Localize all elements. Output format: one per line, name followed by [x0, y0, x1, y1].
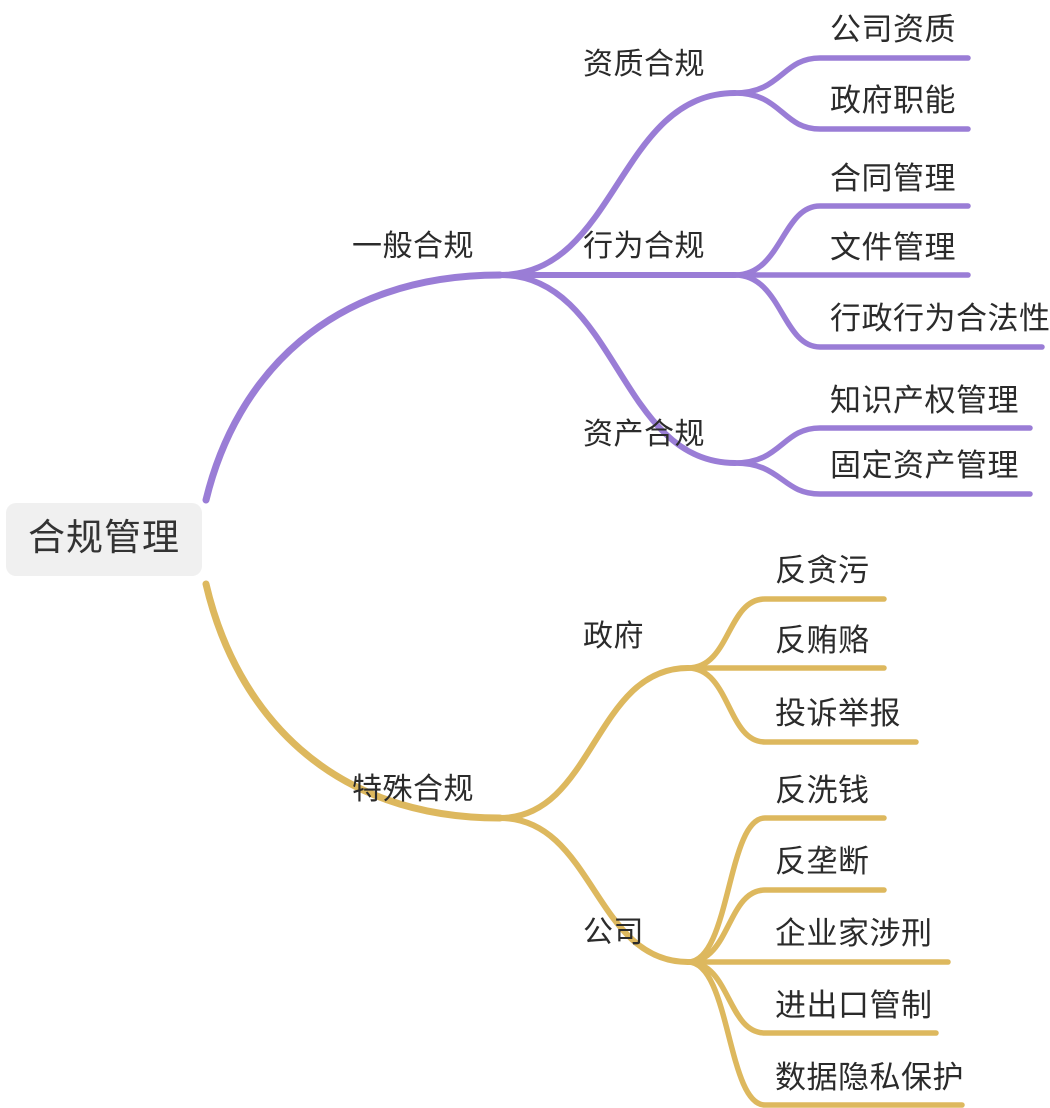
leaf-node-0-1-1[interactable]: 文件管理 [830, 232, 956, 263]
leaf-node-0-1-1-label: 文件管理 [830, 230, 956, 265]
mindmap-edge [497, 272, 738, 466]
leaf-node-0-1-0[interactable]: 合同管理 [830, 163, 956, 194]
leaf-node-1-1-2-label: 企业家涉刑 [775, 916, 933, 951]
leaf-node-0-2-1-label: 固定资产管理 [830, 448, 1019, 483]
leaf-node-0-0-1[interactable]: 政府职能 [830, 85, 956, 116]
mindmap-edge [497, 665, 691, 821]
subbranch-node-1-1-label: 公司 [583, 916, 644, 949]
leaf-node-0-1-2-label: 行政行为合法性 [830, 301, 1050, 336]
leaf-node-0-1-2[interactable]: 行政行为合法性 [830, 303, 1050, 334]
mindmap-edge [497, 815, 691, 965]
mindmap-edge [202, 271, 504, 504]
leaf-node-0-0-1-label: 政府职能 [830, 83, 956, 118]
leaf-node-1-0-1-label: 反贿赂 [775, 623, 870, 658]
subbranch-node-1-1[interactable]: 公司 [583, 918, 644, 948]
leaf-node-0-2-0[interactable]: 知识产权管理 [830, 385, 1019, 416]
mindmap-edge [732, 203, 971, 278]
branch-node-0-label: 一般合规 [352, 230, 474, 263]
leaf-node-1-1-4-label: 数据隐私保护 [775, 1060, 964, 1095]
mindmap-edge [732, 425, 1033, 466]
branch-node-1[interactable]: 特殊合规 [352, 775, 474, 805]
leaf-node-0-1-0-label: 合同管理 [830, 161, 956, 196]
leaf-node-1-0-0-label: 反贪污 [775, 553, 870, 588]
subbranch-node-0-2-label: 资产合规 [583, 418, 705, 451]
mindmap-edge [685, 959, 965, 1108]
leaf-node-0-0-0-label: 公司资质 [830, 12, 956, 47]
subbranch-node-0-0[interactable]: 资质合规 [583, 50, 705, 80]
leaf-node-1-1-1[interactable]: 反垄断 [775, 846, 870, 877]
leaf-node-1-0-0[interactable]: 反贪污 [775, 555, 870, 586]
subbranch-node-0-0-label: 资质合规 [583, 48, 705, 81]
branch-node-1-label: 特殊合规 [352, 773, 474, 806]
leaf-node-1-0-2[interactable]: 投诉举报 [775, 698, 901, 729]
leaf-node-1-0-1[interactable]: 反贿赂 [775, 625, 870, 656]
mindmap-edge [202, 580, 504, 822]
mindmap-edge [685, 887, 887, 965]
mindmap-edge [497, 90, 738, 278]
leaf-node-1-1-4[interactable]: 数据隐私保护 [775, 1062, 964, 1093]
leaf-node-0-0-0[interactable]: 公司资质 [830, 14, 956, 45]
subbranch-node-0-1-label: 行为合规 [583, 230, 705, 263]
leaf-node-1-1-0[interactable]: 反洗钱 [775, 775, 870, 806]
subbranch-node-0-2[interactable]: 资产合规 [583, 420, 705, 450]
mindmap-edge [732, 55, 971, 96]
root-node-label: 合规管理 [28, 517, 180, 558]
leaf-node-0-2-1[interactable]: 固定资产管理 [830, 450, 1019, 481]
leaf-node-1-1-2[interactable]: 企业家涉刑 [775, 918, 933, 949]
root-node[interactable]: 合规管理 [6, 503, 202, 576]
subbranch-node-1-0[interactable]: 政府 [583, 622, 644, 652]
leaf-node-1-1-0-label: 反洗钱 [775, 773, 870, 808]
mindmap-edge [685, 596, 887, 671]
subbranch-node-1-0-label: 政府 [583, 620, 644, 653]
mindmap-edge [685, 665, 919, 745]
mindmap-edge [732, 272, 1045, 350]
leaf-node-0-2-0-label: 知识产权管理 [830, 383, 1019, 418]
leaf-node-1-1-1-label: 反垄断 [775, 844, 870, 879]
subbranch-node-0-1[interactable]: 行为合规 [583, 232, 705, 262]
leaf-node-1-1-3-label: 进出口管制 [775, 988, 933, 1023]
leaf-node-1-1-3[interactable]: 进出口管制 [775, 990, 933, 1021]
mindmap-edge [732, 90, 971, 132]
mindmap-edge [732, 460, 1033, 497]
branch-node-0[interactable]: 一般合规 [352, 232, 474, 262]
mindmap-edge [685, 815, 887, 965]
leaf-node-1-0-2-label: 投诉举报 [775, 696, 901, 731]
